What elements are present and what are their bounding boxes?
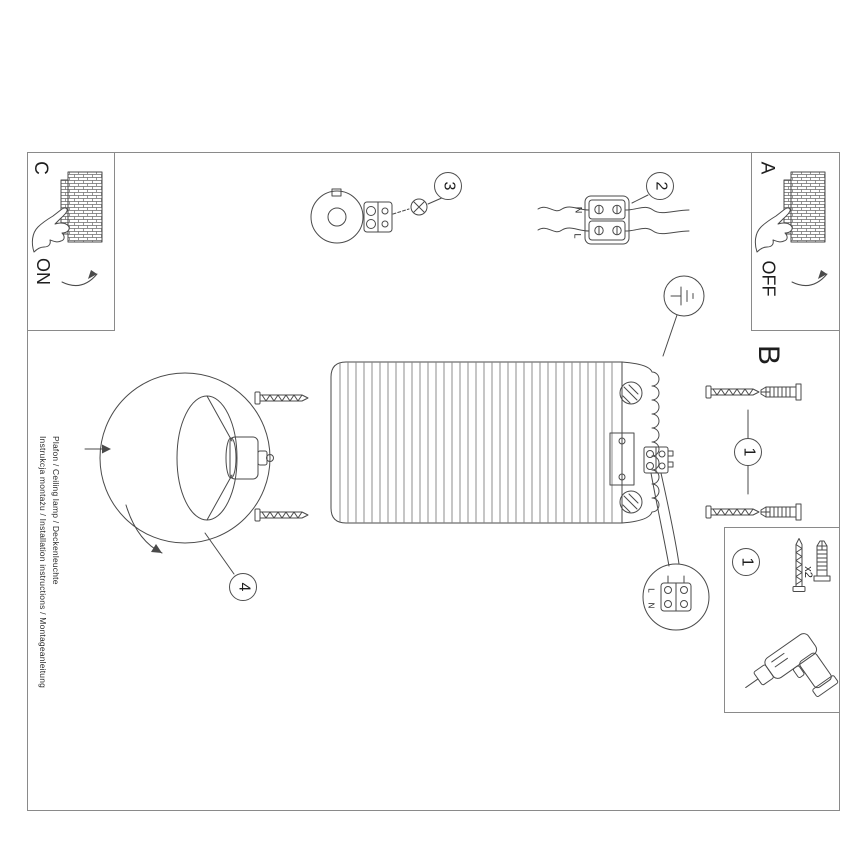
title-block: Plafon / Ceiling lamp / Deckenleuchte In… xyxy=(36,436,62,688)
instructions-title: Instrukcja montażu / Installation instru… xyxy=(38,436,48,689)
panel-a xyxy=(751,152,840,331)
wire-l-label: L xyxy=(572,233,583,239)
product-title: Plafon / Ceiling lamp / Deckenleuchte xyxy=(51,436,61,585)
step-2-badge: 2 xyxy=(646,172,674,200)
panel-c xyxy=(27,152,115,331)
parts-box xyxy=(724,527,840,713)
wire-n-label: N xyxy=(573,206,583,214)
step-b-label: B xyxy=(751,344,785,366)
qty-label: x2 xyxy=(802,566,814,578)
step-1-badge: 1 xyxy=(734,438,762,466)
step-3-badge: 3 xyxy=(434,172,462,200)
panel-a-label: A xyxy=(756,161,777,175)
switch-off-label: OFF xyxy=(758,260,779,296)
step-4-badge: 4 xyxy=(229,573,257,601)
detail-n-label: N xyxy=(646,602,656,608)
detail-l-label: L xyxy=(646,587,656,593)
panel-c-label: C xyxy=(29,161,51,175)
switch-on-label: ON xyxy=(32,257,53,285)
parts-step-badge: 1 xyxy=(732,548,760,576)
page-border xyxy=(27,152,840,811)
